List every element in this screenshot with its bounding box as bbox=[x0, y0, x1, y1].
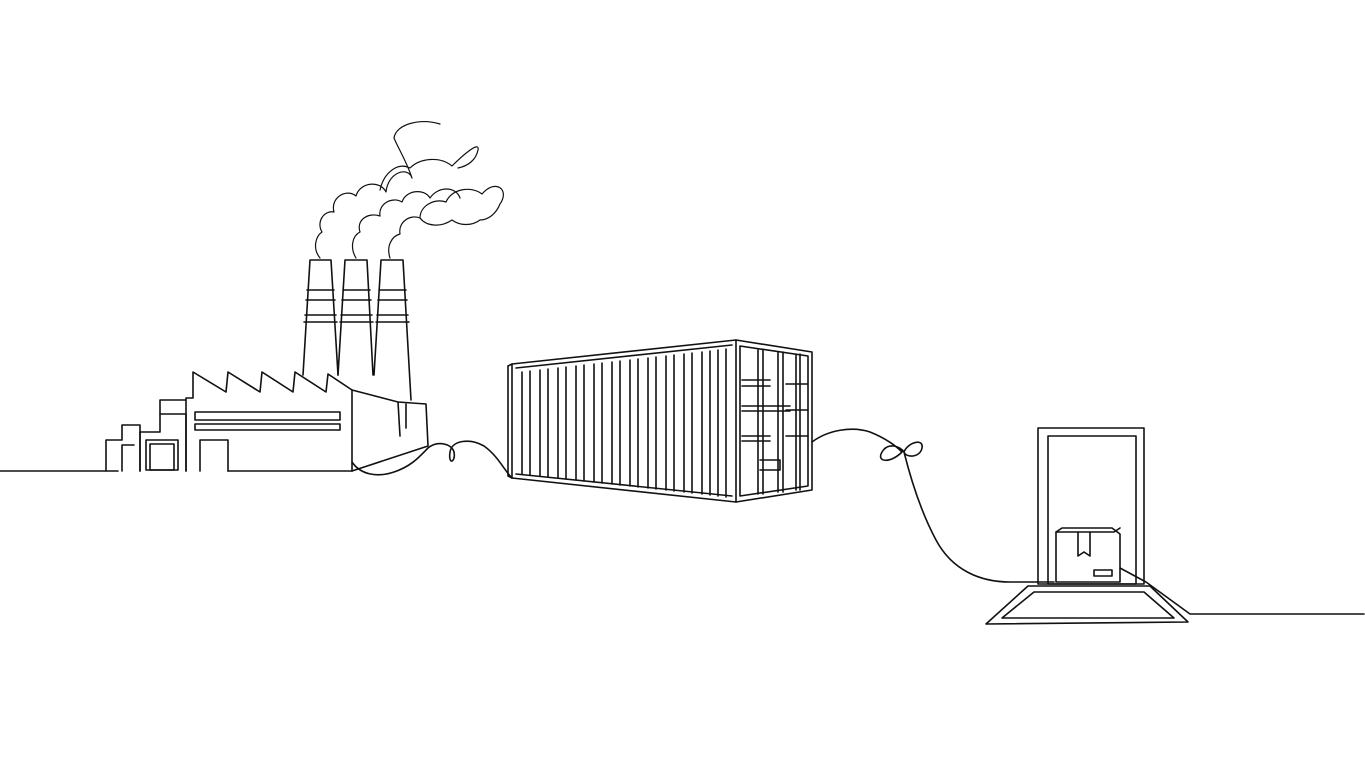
smoke-cloud bbox=[314, 121, 504, 259]
shipping-container-icon bbox=[507, 339, 813, 503]
package-box-icon bbox=[1055, 527, 1121, 583]
chimney-3 bbox=[373, 259, 412, 401]
connector-line-1 bbox=[351, 440, 513, 479]
factory-icon bbox=[105, 121, 504, 472]
doormat-icon bbox=[985, 585, 1189, 625]
connector-line-2 bbox=[811, 428, 1055, 583]
chimney-2 bbox=[337, 259, 374, 376]
doorway-icon bbox=[1037, 427, 1365, 615]
chimney-1 bbox=[302, 259, 339, 376]
